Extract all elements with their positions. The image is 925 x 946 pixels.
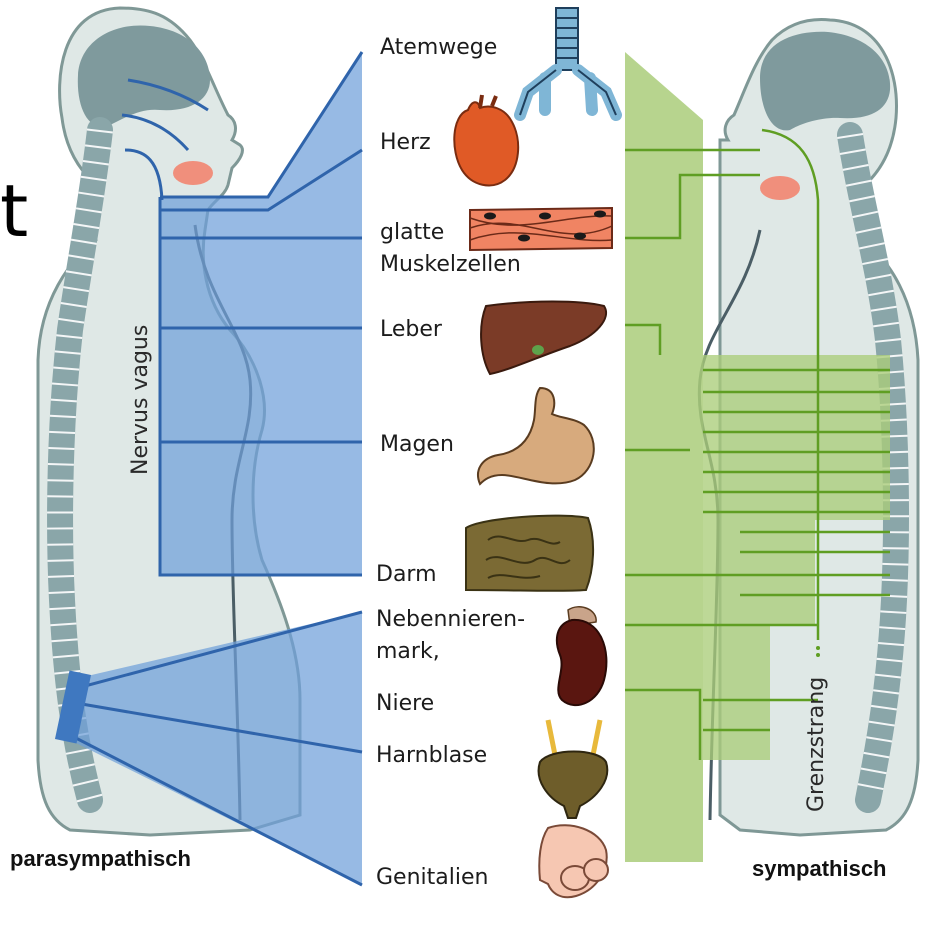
organ-label-mark: mark, bbox=[376, 637, 440, 667]
organ-label-atemwege: Atemwege bbox=[380, 33, 497, 63]
organ-label-nebennieren: Nebennieren- bbox=[376, 605, 525, 635]
organ-label-genitalien: Genitalien bbox=[376, 863, 488, 893]
kidney-icon bbox=[557, 607, 607, 705]
organ-label-muskelzellen: Muskelzellen bbox=[380, 250, 521, 280]
organ-label-magen: Magen bbox=[380, 430, 454, 460]
organ-label-darm: Darm bbox=[376, 560, 437, 590]
organ-label-glatte: glatte bbox=[380, 218, 444, 248]
nerve-label-vagus: Nervus vagus bbox=[128, 325, 153, 475]
stomach-icon bbox=[478, 388, 594, 484]
liver-icon bbox=[481, 302, 606, 375]
bladder-icon bbox=[539, 720, 608, 818]
organ-label-niere: Niere bbox=[376, 689, 434, 719]
side-label-sympathisch: sympathisch bbox=[752, 856, 887, 882]
organ-label-leber: Leber bbox=[380, 315, 442, 345]
genitals-icon bbox=[539, 825, 608, 897]
smooth-muscle-icon bbox=[470, 208, 612, 250]
heart-icon bbox=[454, 95, 518, 185]
nerve-label-grenzstrang: Grenzstrang bbox=[804, 677, 829, 812]
airways-icon bbox=[520, 8, 616, 115]
organ-label-harnblase: Harnblase bbox=[376, 741, 487, 771]
organ-label-herz: Herz bbox=[380, 128, 431, 158]
cropped-letter: t bbox=[0, 175, 28, 247]
side-label-parasympathisch: parasympathisch bbox=[10, 846, 191, 872]
intestine-icon bbox=[466, 516, 593, 591]
